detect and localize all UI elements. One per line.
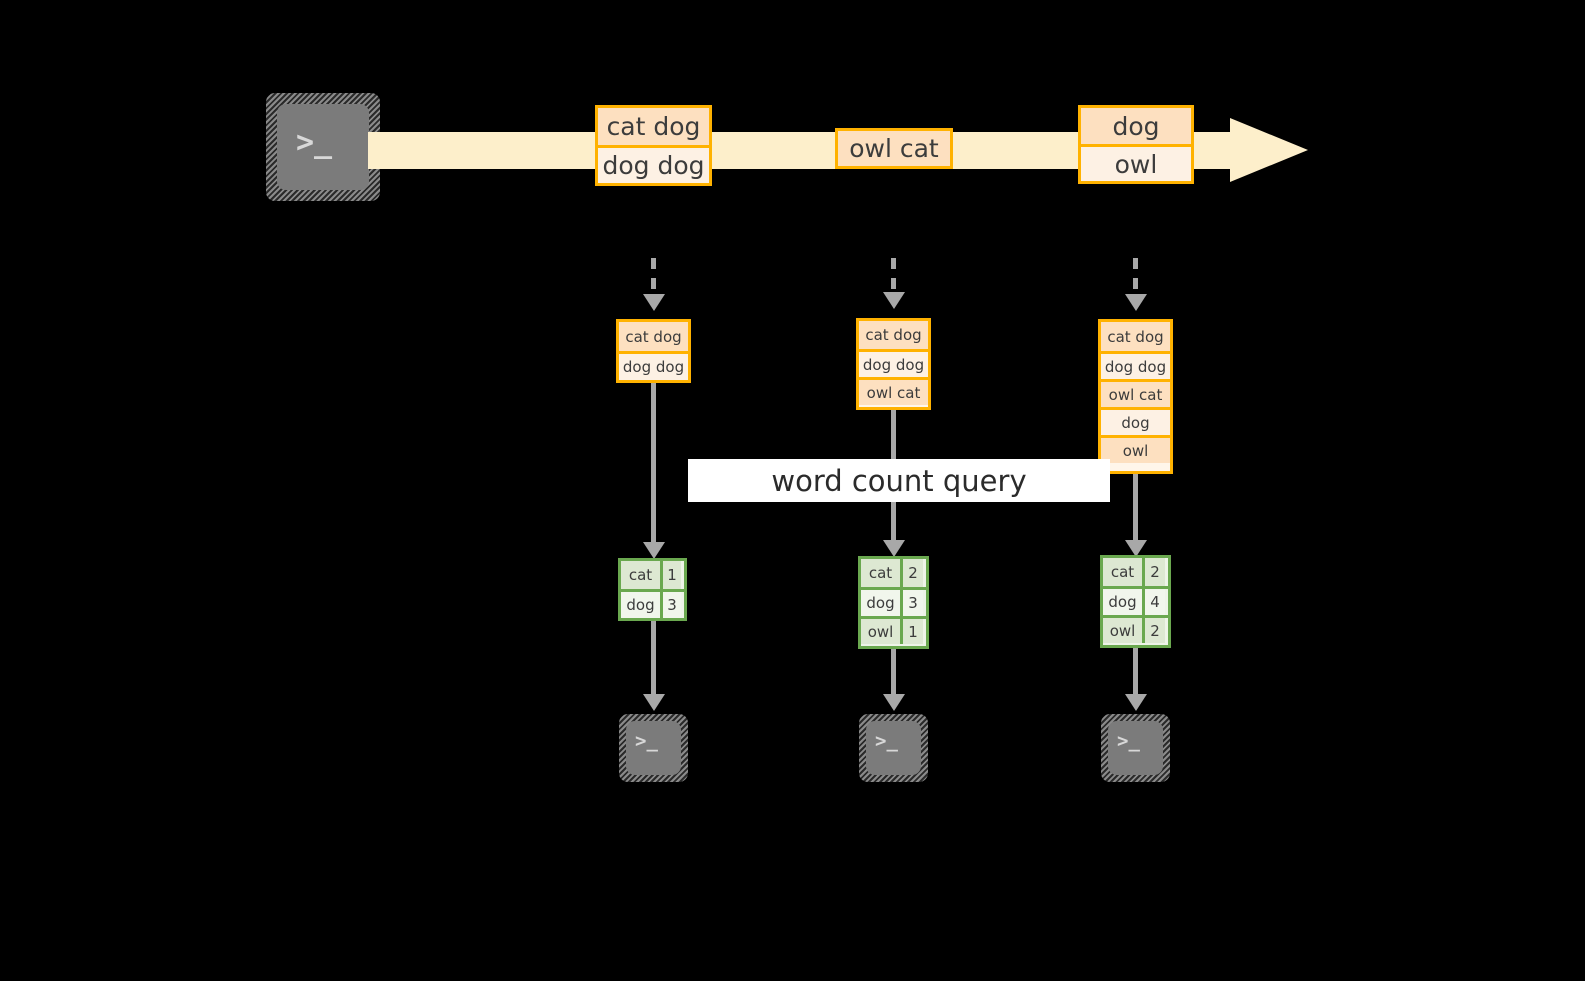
terminal-prompt-glyph: >_ — [875, 730, 898, 752]
result-word: dog — [861, 590, 903, 616]
query-flow-arrowhead-2 — [883, 540, 905, 557]
result-count: 4 — [1145, 589, 1165, 615]
result-count: 3 — [663, 592, 681, 618]
query-label-text: word count query — [771, 463, 1027, 498]
accumulated-line: owl cat — [1101, 379, 1170, 407]
result-word: owl — [1103, 618, 1145, 643]
snapshot-trigger-arrowhead-2 — [883, 292, 905, 309]
accumulated-line: cat dog — [619, 322, 688, 351]
terminal-prompt-glyph: >_ — [635, 730, 658, 752]
result-count: 1 — [903, 619, 923, 644]
accumulated-line: cat dog — [859, 321, 928, 349]
sink-flow-arrowhead-3 — [1125, 694, 1147, 711]
snapshot-trigger-arrowhead-1 — [643, 294, 665, 311]
result-count: 2 — [903, 559, 923, 587]
sink-flow-line-3 — [1133, 648, 1138, 696]
stream-arrowhead — [1230, 118, 1308, 182]
result-row: dog 3 — [861, 587, 926, 616]
query-flow-line-1 — [651, 383, 656, 548]
result-word: cat — [1103, 558, 1145, 586]
result-table-2: cat 2 dog 3 owl 1 — [858, 556, 929, 649]
accumulated-line: dog dog — [619, 351, 688, 380]
snapshot-trigger-dash-2 — [891, 258, 896, 296]
result-row: cat 1 — [621, 561, 684, 589]
sink-flow-arrowhead-2 — [883, 694, 905, 711]
query-flow-arrowhead-3 — [1125, 540, 1147, 557]
sink-flow-line-1 — [651, 621, 656, 696]
snapshot-trigger-dash-3 — [1133, 258, 1138, 296]
result-word: owl — [861, 619, 903, 644]
accumulated-line: dog dog — [859, 349, 928, 377]
accumulated-records-1: cat dog dog dog — [616, 319, 691, 383]
query-label-banner: word count query — [688, 459, 1110, 502]
stream-record-line: cat dog — [598, 108, 709, 145]
sink-terminal-icon-2: >_ — [859, 714, 928, 782]
result-row: dog 4 — [1103, 586, 1168, 615]
accumulated-line: owl — [1101, 435, 1170, 463]
terminal-prompt-glyph: >_ — [296, 125, 333, 160]
accumulated-line: owl cat — [859, 377, 928, 405]
stream-record-1: cat dog dog dog — [595, 105, 712, 186]
result-count: 3 — [903, 590, 923, 616]
accumulated-line: dog — [1101, 407, 1170, 435]
result-word: cat — [621, 561, 663, 589]
result-count: 2 — [1145, 558, 1165, 586]
result-word: cat — [861, 559, 903, 587]
terminal-face — [866, 721, 921, 775]
stream-record-2: owl cat — [835, 128, 953, 169]
sink-flow-line-2 — [891, 649, 896, 696]
sink-terminal-icon-1: >_ — [619, 714, 688, 782]
result-row: cat 2 — [861, 559, 926, 587]
snapshot-trigger-dash-1 — [651, 258, 656, 296]
result-table-3: cat 2 dog 4 owl 2 — [1100, 555, 1171, 648]
accumulated-records-3: cat dog dog dog owl cat dog owl — [1098, 319, 1173, 474]
source-terminal-icon: >_ — [266, 93, 380, 201]
result-word: dog — [621, 592, 663, 618]
terminal-face — [277, 104, 369, 190]
terminal-face — [1108, 721, 1163, 775]
accumulated-line: cat dog — [1101, 322, 1170, 351]
result-row: owl 2 — [1103, 615, 1168, 643]
stream-record-line: dog dog — [598, 145, 709, 183]
accumulated-records-2: cat dog dog dog owl cat — [856, 318, 931, 410]
terminal-face — [626, 721, 681, 775]
result-row: dog 3 — [621, 589, 684, 618]
stream-record-line: owl — [1081, 144, 1191, 181]
accumulated-line: dog dog — [1101, 351, 1170, 379]
sink-flow-arrowhead-1 — [643, 694, 665, 711]
result-word: dog — [1103, 589, 1145, 615]
query-flow-arrowhead-1 — [643, 542, 665, 559]
snapshot-trigger-arrowhead-3 — [1125, 294, 1147, 311]
result-table-1: cat 1 dog 3 — [618, 558, 687, 621]
stream-record-3: dog owl — [1078, 105, 1194, 184]
stream-record-line: dog — [1081, 108, 1191, 144]
result-row: owl 1 — [861, 616, 926, 644]
stream-record-line: owl cat — [838, 131, 950, 166]
query-flow-line-3 — [1133, 474, 1138, 546]
result-row: cat 2 — [1103, 558, 1168, 586]
result-count: 1 — [663, 561, 681, 589]
terminal-prompt-glyph: >_ — [1117, 730, 1140, 752]
result-count: 2 — [1145, 618, 1165, 643]
sink-terminal-icon-3: >_ — [1101, 714, 1170, 782]
